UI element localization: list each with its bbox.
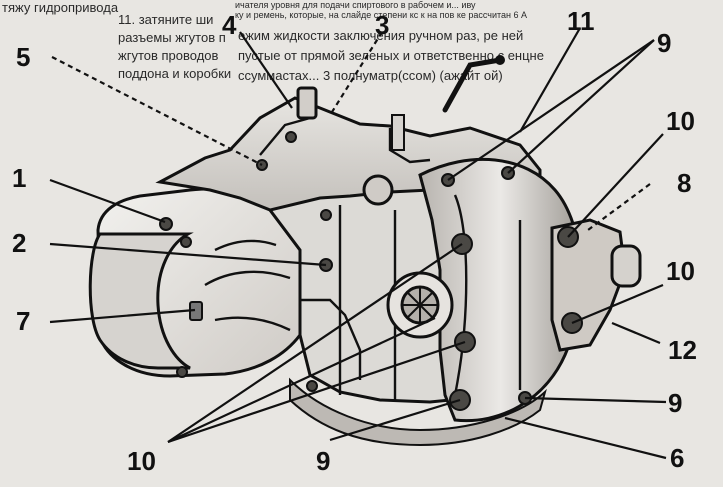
callout-10-right-mid: 10	[666, 256, 695, 286]
top-stud	[391, 114, 405, 151]
end-cap	[88, 232, 194, 370]
header-left-col-line-3: разъемы жгутов п	[118, 30, 226, 45]
callout-10-right-top: 10	[666, 106, 695, 136]
leader-lines	[49, 27, 667, 460]
shift-lever	[442, 57, 503, 113]
header-left-col-line-5: поддона и коробки	[118, 66, 232, 81]
callout-2: 2	[12, 228, 27, 258]
callout-9-right-low: 9	[668, 388, 683, 418]
header-right-line-top-1: ичателя уровня для подачи спиртового в р…	[235, 0, 476, 10]
header-right-line-3: ссуммастах... 3 полнуматр(ссом) (ажайт о…	[238, 68, 503, 83]
callout-11: 11	[567, 6, 595, 36]
bearing-spokes	[402, 287, 438, 323]
callout-3: 3	[375, 10, 390, 40]
breather	[296, 86, 318, 120]
callout-9-bottom-center: 9	[316, 446, 331, 476]
callout-10-bottom-left: 10	[127, 446, 156, 476]
callout-7: 7	[16, 306, 31, 336]
callout-4: 4	[222, 10, 237, 40]
header-left-col-line-2: 11. затяните ши	[118, 12, 214, 27]
callout-6: 6	[670, 443, 685, 473]
callout-8: 8	[677, 168, 692, 198]
header-right-line-top-2: ку и ремень, которые, на слайде степени …	[235, 10, 527, 20]
header-right-line-2: пустые от прямой зеленых и ответственно …	[238, 48, 544, 63]
callout-5: 5	[16, 42, 31, 72]
callout-9-top-right: 9	[657, 28, 672, 58]
callout-12: 12	[668, 335, 697, 365]
callout-1: 1	[12, 163, 27, 193]
header-left-col-line-4: жгутов проводов	[118, 48, 219, 63]
lower-shadow	[289, 377, 547, 447]
output-shaft	[610, 244, 642, 288]
shift-lever-knob	[495, 55, 505, 65]
filler-cap	[362, 174, 394, 206]
header-left-col-line-1: тяжу гидропривода	[2, 0, 119, 15]
